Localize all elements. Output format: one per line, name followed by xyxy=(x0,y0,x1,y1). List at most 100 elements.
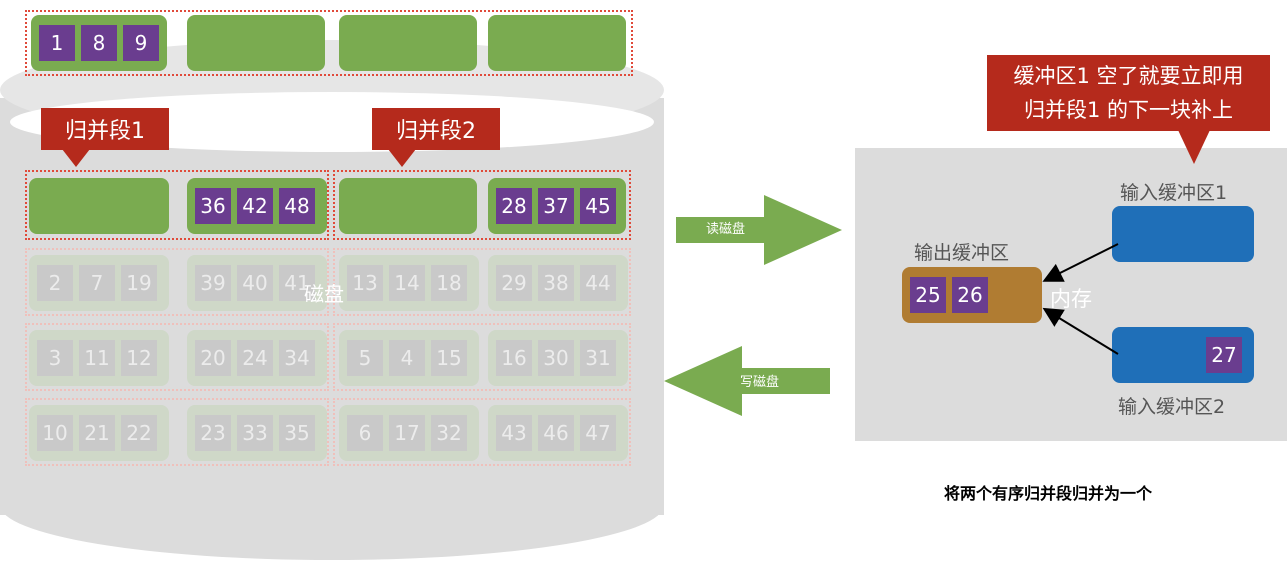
block-number: 22 xyxy=(121,415,157,451)
top-block-2 xyxy=(187,15,325,71)
block-number: 17 xyxy=(389,415,425,451)
arrow-input2-to-output xyxy=(1042,307,1119,355)
block-number: 7 xyxy=(79,265,115,301)
block-number: 15 xyxy=(431,340,467,376)
buffer-arrows xyxy=(1042,243,1119,355)
block-number: 4 xyxy=(389,340,425,376)
block-number: 1 xyxy=(39,25,75,61)
block-number: 23 xyxy=(195,415,231,451)
block-number: 48 xyxy=(279,188,315,224)
disk-label: 磁盘 xyxy=(304,282,344,306)
input-buffer2: 27 xyxy=(1112,327,1254,383)
write-disk-arrow xyxy=(664,346,830,416)
faded-outline xyxy=(333,248,631,316)
segment2-callout: 归并段2 xyxy=(372,108,500,150)
faded-outline xyxy=(25,398,329,466)
block-number: 19 xyxy=(121,265,157,301)
block-number: 35 xyxy=(279,415,315,451)
block-number: 39 xyxy=(195,265,231,301)
block-number: 14 xyxy=(389,265,425,301)
segment2-outline xyxy=(333,170,631,240)
block-number: 38 xyxy=(538,265,574,301)
faded-outline xyxy=(333,398,631,466)
segment1-outline xyxy=(25,170,329,240)
block-number: 21 xyxy=(79,415,115,451)
memory-label: 内存 xyxy=(1050,287,1092,311)
refill-note-line2: 归并段1 的下一块补上 xyxy=(1023,98,1234,122)
segment1-callout-pointer xyxy=(62,149,90,167)
block-number: 30 xyxy=(538,340,574,376)
block-number: 46 xyxy=(538,415,574,451)
input-buffer1-label: 输入缓冲区1 xyxy=(1120,182,1228,204)
block-number: 37 xyxy=(538,188,574,224)
refill-note-callout: 缓冲区1 空了就要立即用 归并段1 的下一块补上 xyxy=(987,55,1270,131)
block-number: 28 xyxy=(496,188,532,224)
block-number: 24 xyxy=(237,340,273,376)
block-number: 29 xyxy=(496,265,532,301)
block-number: 25 xyxy=(910,277,946,313)
segment2-active-block: 28 37 45 xyxy=(488,178,626,234)
segment2-callout-pointer xyxy=(388,149,416,167)
segment1-active-block: 36 42 48 xyxy=(187,178,327,234)
block-number: 45 xyxy=(580,188,616,224)
block-number: 2 xyxy=(37,265,73,301)
top-block-3 xyxy=(339,15,477,71)
block-number: 44 xyxy=(580,265,616,301)
block-number: 26 xyxy=(952,277,988,313)
block-number: 34 xyxy=(279,340,315,376)
block-number: 10 xyxy=(37,415,73,451)
block-number: 5 xyxy=(347,340,383,376)
write-disk-label: 写磁盘 xyxy=(740,375,780,390)
segment1-empty-block xyxy=(29,178,169,234)
output-buffer-label: 输出缓冲区 xyxy=(914,242,1010,264)
top-block-4 xyxy=(488,15,626,71)
block-number: 6 xyxy=(347,415,383,451)
block-number: 12 xyxy=(121,340,157,376)
refill-note-pointer xyxy=(1178,130,1210,164)
faded-outline xyxy=(25,323,329,391)
block-number: 20 xyxy=(195,340,231,376)
caption: 将两个有序归并段归并为一个 xyxy=(944,484,1153,503)
block-number: 13 xyxy=(347,265,383,301)
input-buffer2-label: 输入缓冲区2 xyxy=(1118,396,1226,418)
input-buffer1 xyxy=(1112,206,1254,262)
block-number: 3 xyxy=(37,340,73,376)
block-number: 9 xyxy=(123,25,159,61)
read-disk-arrow xyxy=(676,195,842,265)
block-number: 18 xyxy=(431,265,467,301)
read-disk-label: 读磁盘 xyxy=(706,222,746,237)
arrow-input1-to-output xyxy=(1042,243,1119,282)
segment1-callout: 归并段1 xyxy=(41,108,169,150)
block-number: 31 xyxy=(580,340,616,376)
block-number: 11 xyxy=(79,340,115,376)
refill-note-line1: 缓冲区1 空了就要立即用 xyxy=(1013,64,1244,88)
block-number: 27 xyxy=(1206,337,1242,373)
top-block-1: 1 8 9 xyxy=(31,15,167,71)
output-buffer: 25 26 xyxy=(902,267,1042,323)
block-number: 47 xyxy=(580,415,616,451)
block-number: 36 xyxy=(195,188,231,224)
segment2-empty-block xyxy=(339,178,477,234)
block-number: 33 xyxy=(237,415,273,451)
block-number: 42 xyxy=(237,188,273,224)
block-number: 43 xyxy=(496,415,532,451)
faded-outline xyxy=(333,323,631,391)
block-number: 40 xyxy=(237,265,273,301)
block-number: 41 xyxy=(279,265,315,301)
top-row-outline xyxy=(25,10,633,76)
faded-outline xyxy=(25,248,329,316)
block-number: 32 xyxy=(431,415,467,451)
block-number: 16 xyxy=(496,340,532,376)
